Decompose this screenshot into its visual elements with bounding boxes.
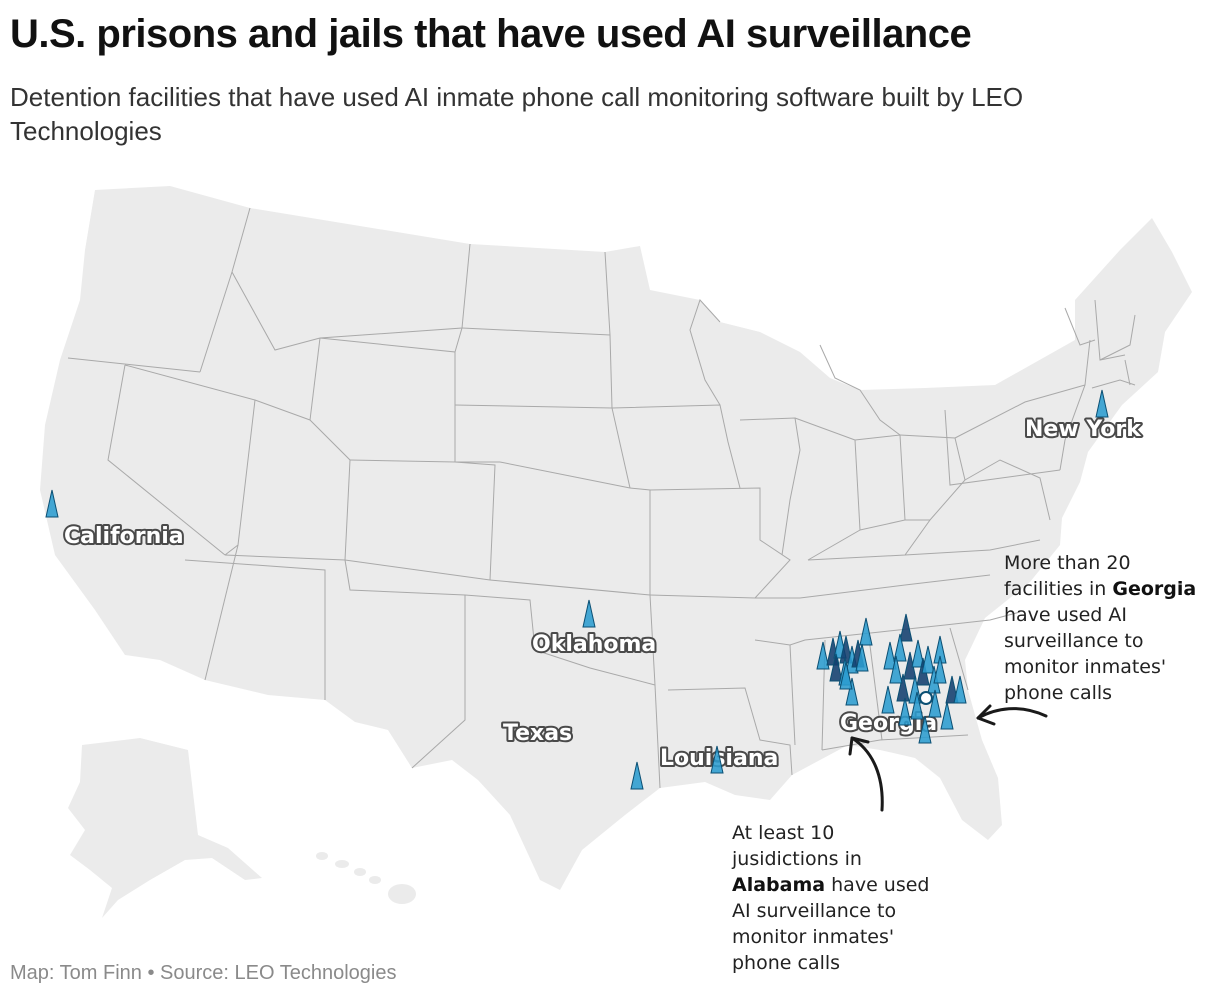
alaska-land xyxy=(68,738,262,918)
annotation-text: have used AI surveillance to monitor inm… xyxy=(732,874,930,974)
triangle-marker-icon xyxy=(855,643,869,672)
annotation-text: At least 10 jusidictions in xyxy=(732,822,862,870)
circle-marker-icon xyxy=(919,691,933,705)
alabama-arrow-head xyxy=(848,736,870,756)
triangle-marker-icon xyxy=(845,677,859,706)
triangle-marker-icon xyxy=(859,617,873,646)
contiguous-us-land xyxy=(40,186,1192,890)
triangle-marker-icon xyxy=(881,685,895,714)
alabama-annotation: At least 10 jusidictions in Alabama have… xyxy=(732,820,932,976)
triangle-marker-icon xyxy=(918,715,932,744)
state-borders xyxy=(67,207,1136,789)
annotation-text: have used AI surveillance to monitor inm… xyxy=(1004,604,1167,704)
source-credit: Map: Tom Finn • Source: LEO Technologies xyxy=(10,962,397,984)
triangle-marker-icon xyxy=(928,689,942,718)
state-label-louisiana: Louisiana xyxy=(660,746,778,771)
triangle-marker-icon xyxy=(910,691,924,720)
triangle-marker-icon xyxy=(899,613,913,642)
hawaii-island xyxy=(354,868,366,876)
state-label-new-york: New York xyxy=(1025,417,1142,442)
state-label-oklahoma: Oklahoma xyxy=(532,632,656,657)
triangle-marker-icon xyxy=(582,599,596,628)
page-title: U.S. prisons and jails that have used AI… xyxy=(10,12,972,56)
facility-markers xyxy=(45,389,1109,790)
hawaii-island xyxy=(388,884,416,904)
triangle-marker-icon xyxy=(889,655,903,684)
state-label-california: California xyxy=(64,524,184,549)
hawaii-island xyxy=(335,860,349,868)
annotation-arrows xyxy=(848,704,1048,812)
annotation-state-name: Georgia xyxy=(1112,578,1197,600)
triangle-marker-icon xyxy=(839,661,853,690)
triangle-marker-icon xyxy=(893,633,907,662)
triangle-marker-icon xyxy=(911,639,925,668)
triangle-marker-icon xyxy=(816,641,830,670)
georgia-arrow-head xyxy=(976,704,996,726)
triangle-marker-icon xyxy=(710,745,724,774)
hawaii-island xyxy=(316,852,328,860)
triangle-marker-icon xyxy=(883,641,897,670)
triangle-marker-icon xyxy=(829,653,843,682)
georgia-annotation: More than 20 facilities in Georgia have … xyxy=(1004,550,1204,706)
georgia-annotation-arrow xyxy=(976,707,1048,720)
state-labels: California Oklahoma Texas Louisiana Geor… xyxy=(62,415,1144,773)
triangle-marker-icon xyxy=(898,697,912,726)
triangle-marker-icon xyxy=(45,489,59,518)
state-label-texas: Texas xyxy=(503,721,572,746)
triangle-marker-icon xyxy=(940,701,954,730)
alabama-annotation-arrow xyxy=(850,736,884,812)
triangle-marker-icon xyxy=(921,645,935,674)
triangle-marker-icon xyxy=(630,761,644,790)
page-subtitle: Detention facilities that have used AI i… xyxy=(10,82,1024,146)
annotation-state-name: Alabama xyxy=(732,874,826,896)
annotation-text: More than 20 facilities in xyxy=(1004,552,1131,600)
triangle-marker-icon xyxy=(953,675,967,704)
triangle-marker-icon xyxy=(1095,389,1109,418)
hawaii-island xyxy=(369,876,381,884)
triangle-marker-icon xyxy=(896,673,910,702)
triangle-marker-icon xyxy=(933,655,947,684)
